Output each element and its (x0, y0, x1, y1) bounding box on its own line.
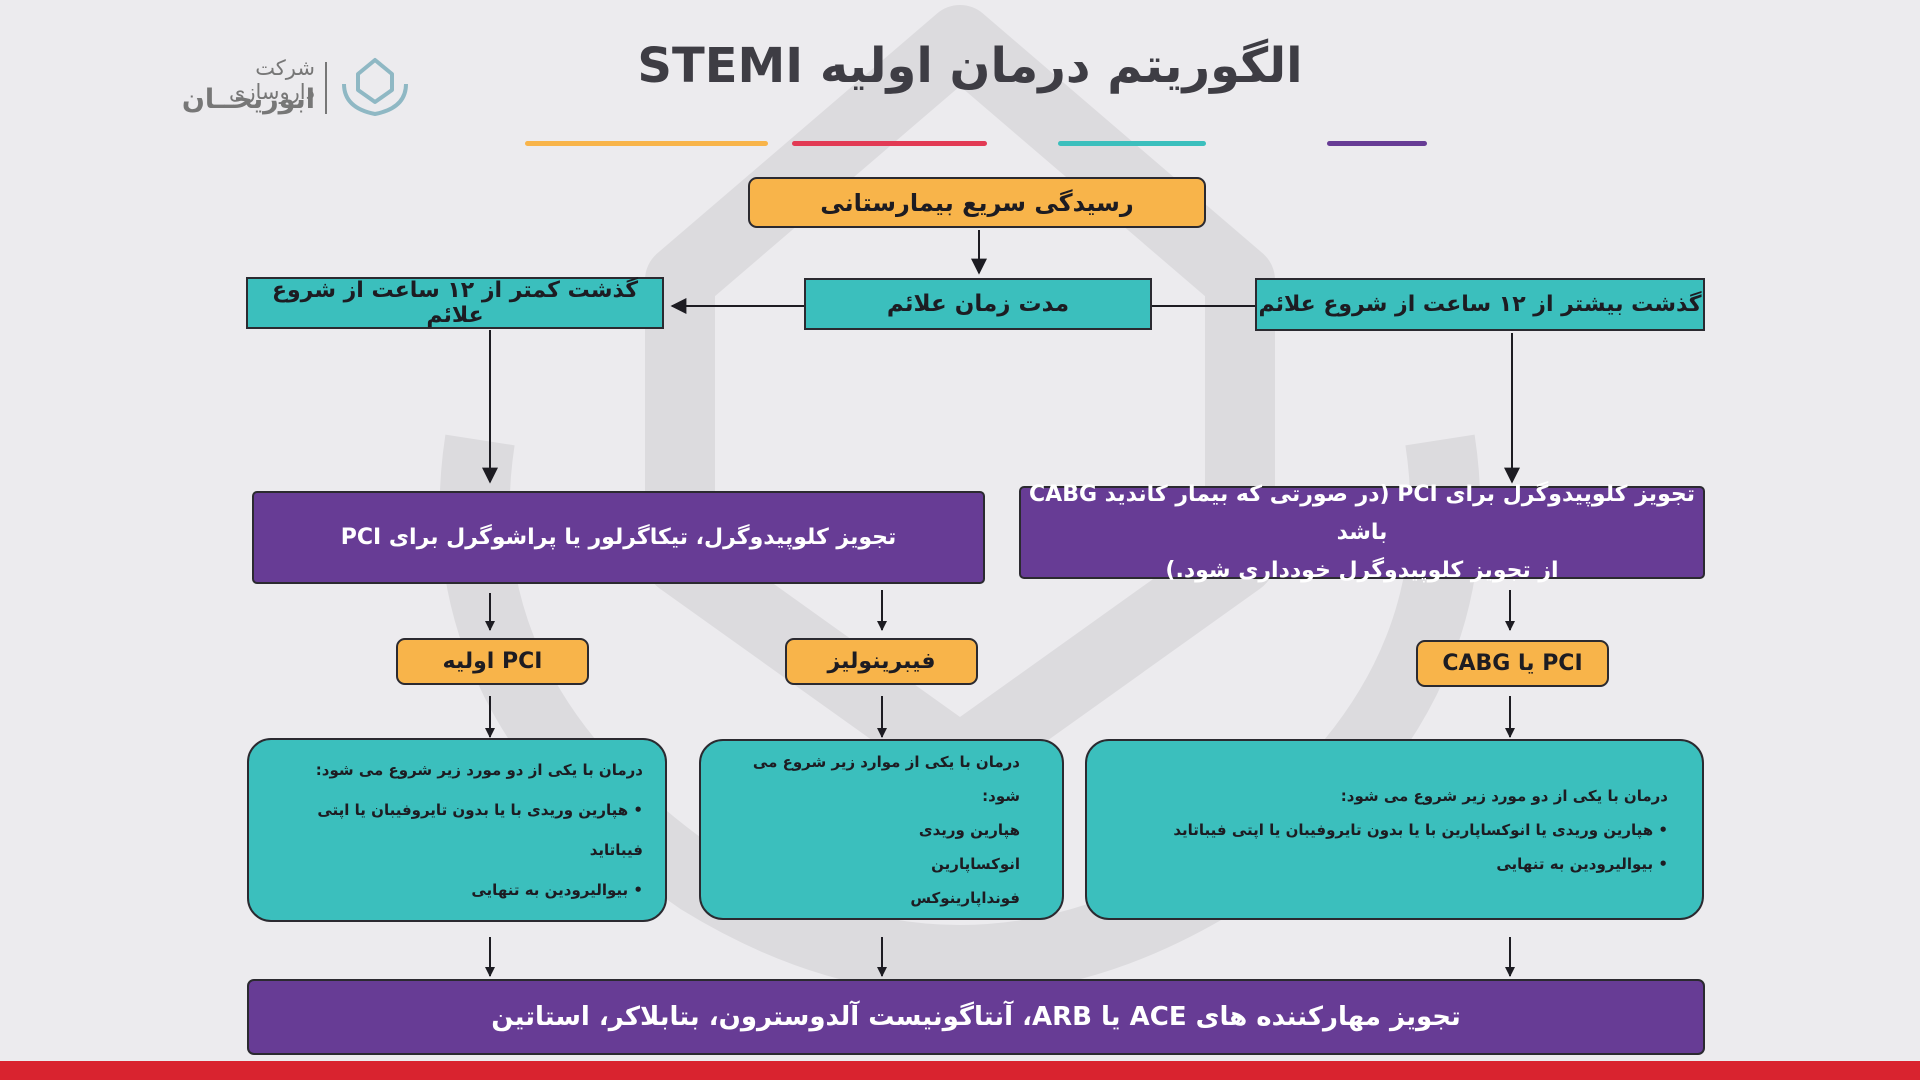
left-list-intro: درمان با یکی از دو مورد زیر شروع می شود: (315, 761, 643, 779)
node-left-antiplatelet: تجویز کلوپیدوگرل، تیکاگرلور یا پراشوگرل … (252, 491, 985, 584)
footer-bar (0, 1061, 1920, 1080)
right-list-item-2: • بیوالیرودین به تنهایی (1496, 854, 1668, 873)
right-list-intro: درمان با یکی از دو مورد زیر شروع می شود: (1340, 786, 1668, 805)
middle-list-item-3: فونداپارینوکس (910, 888, 1020, 907)
company-logo-icon (342, 58, 408, 116)
title-underline-pink (792, 141, 987, 146)
node-primary-pci: PCI اولیه (396, 638, 589, 685)
node-right-antiplatelet-line-2: از تجویز کلوپیدوگرل خودداری شود.) (1165, 557, 1559, 583)
middle-list-item-1: هپارین وریدی (918, 820, 1020, 839)
node-rapid-hospital-care: رسیدگی سریع بیمارستانی (748, 177, 1206, 228)
title-underline-orange (525, 141, 768, 146)
node-left-treatment-list: درمان با یکی از دو مورد زیر شروع می شود:… (247, 738, 667, 922)
node-final-medications: تجویز مهارکننده های ACE یا ARB، آنتاگونی… (247, 979, 1705, 1055)
page-title: الگوریتم درمان اولیه STEMI (637, 38, 1303, 94)
node-more-than-12-hours: گذشت بیشتر از ۱۲ ساعت از شروع علائم (1255, 278, 1705, 331)
title-underline-purple (1327, 141, 1427, 146)
node-fibrinolysis: فیبرینولیز (785, 638, 978, 685)
node-right-treatment-list: درمان با یکی از دو مورد زیر شروع می شود:… (1085, 739, 1704, 920)
node-right-antiplatelet: تجویز کلوپیدوگرل برای PCI (در صورتی که ب… (1019, 482, 1705, 583)
left-list-item-2: • بیوالیرودین به تنهایی (471, 881, 643, 899)
middle-list-intro: درمان با یکی از موارد زیر شروع می شود: (752, 752, 1020, 805)
node-right-antiplatelet-line-1: تجویز کلوپیدوگرل برای PCI (در صورتی که ب… (1029, 481, 1695, 545)
right-list-item-1: • هپارین وریدی یا انوکساپارین با یا بدون… (1173, 820, 1668, 839)
left-list-item-1: • هپارین وریدی با یا بدون تایروفیبان یا … (317, 801, 643, 859)
node-less-than-12-hours: گذشت کمتر از ۱۲ ساعت از شروع علائم (246, 277, 664, 329)
logo-divider (325, 62, 327, 114)
node-middle-treatment-list: درمان با یکی از موارد زیر شروع می شود: ه… (699, 739, 1064, 920)
node-cabg-or-pci: PCI یا CABG (1416, 640, 1609, 687)
node-symptom-duration: مدت زمان علائم (804, 278, 1152, 330)
title-underline-teal (1058, 141, 1206, 146)
logo-company-label: شرکت داروسازی (228, 56, 315, 104)
logo-company-name: ابوریحــان (181, 84, 315, 115)
middle-list-item-2: انوکساپارین (931, 854, 1020, 873)
